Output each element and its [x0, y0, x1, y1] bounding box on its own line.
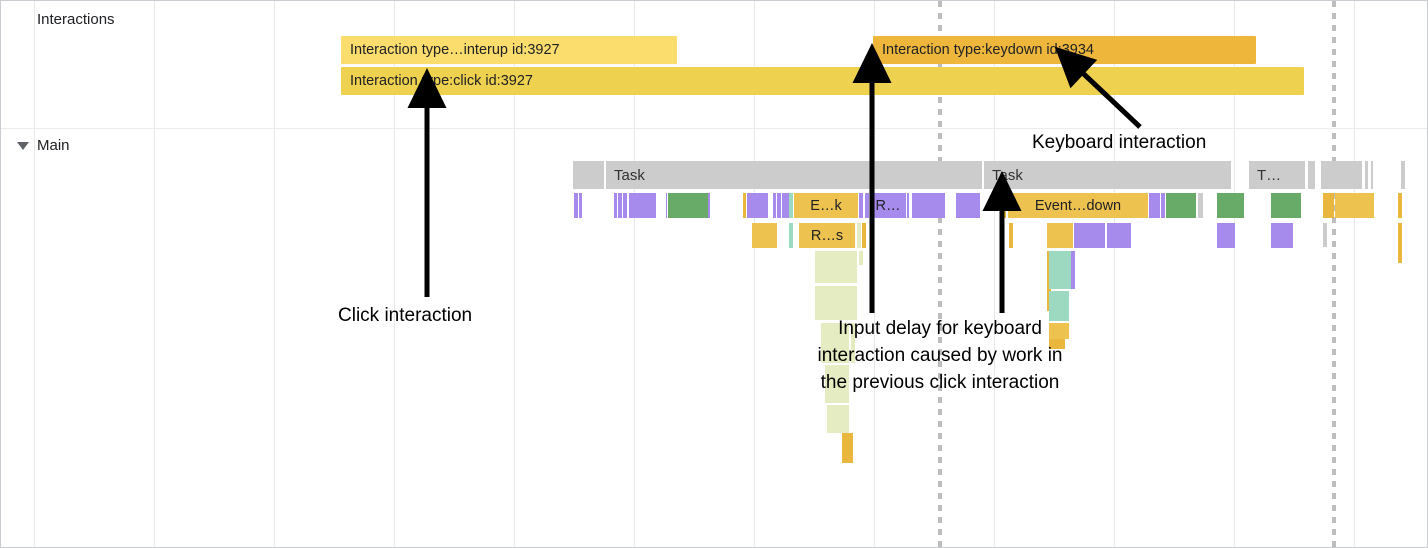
flame-event[interactable]	[1271, 223, 1293, 248]
task-bar-4[interactable]: T…	[1249, 161, 1306, 189]
interaction-pointerup[interactable]: Interaction type…interup id:3927	[341, 36, 677, 64]
flame-event[interactable]	[865, 193, 869, 218]
flame-event[interactable]	[1198, 193, 1203, 218]
flame-event[interactable]	[859, 193, 863, 218]
event-handler-click-label: E…k	[810, 197, 842, 214]
task-bar-8[interactable]	[1371, 161, 1374, 189]
flame-event[interactable]	[1398, 223, 1402, 263]
flame-event[interactable]	[1271, 193, 1301, 218]
gridline-0	[34, 1, 35, 547]
task-bar-2[interactable]	[873, 161, 983, 189]
flame-event[interactable]	[777, 193, 781, 218]
flame-event[interactable]	[668, 193, 708, 218]
flame-event[interactable]	[743, 193, 746, 218]
flame-event[interactable]	[912, 193, 945, 218]
flame-event[interactable]	[842, 433, 853, 463]
flame-event[interactable]	[1217, 193, 1244, 218]
flame-event[interactable]	[629, 193, 656, 218]
recalc-style-label: R…	[875, 197, 901, 214]
flame-event[interactable]	[1149, 193, 1160, 218]
gridline-9	[1114, 1, 1115, 547]
interaction-keydown-label: Interaction type:keydown id:3934	[882, 42, 1094, 58]
flame-event[interactable]	[1161, 193, 1165, 218]
flame-event[interactable]	[956, 193, 980, 218]
gridline-6	[754, 1, 755, 547]
flame-event[interactable]	[1049, 323, 1069, 339]
flame-event[interactable]	[1398, 193, 1402, 218]
annotation-input-delay: Input delay for keyboard interaction cau…	[817, 318, 1063, 393]
flame-event[interactable]	[1166, 193, 1196, 218]
event-keydown-label: Event…down	[1034, 197, 1122, 214]
flame-event[interactable]	[789, 223, 793, 248]
task-bar-label: T…	[1257, 166, 1282, 184]
flame-event[interactable]	[815, 286, 857, 320]
gridline-3	[394, 1, 395, 547]
task-bar-5[interactable]	[1308, 161, 1316, 189]
flame-event[interactable]	[862, 223, 866, 248]
flame-event[interactable]	[1049, 291, 1069, 321]
event-keydown[interactable]: Event…down	[1008, 193, 1148, 218]
flame-event[interactable]	[1009, 223, 1013, 248]
track-separator-interactions	[1, 128, 1427, 129]
flame-event[interactable]	[1049, 251, 1071, 289]
interaction-pointerup-label: Interaction type…interup id:3927	[350, 42, 560, 58]
flame-event[interactable]	[1049, 339, 1065, 349]
flame-event[interactable]	[1323, 193, 1334, 218]
flame-event[interactable]	[825, 365, 849, 403]
gridline-8	[994, 1, 995, 547]
flame-event[interactable]	[1323, 223, 1327, 247]
flame-event[interactable]	[789, 193, 793, 218]
gridline-10	[1234, 1, 1235, 547]
flame-event[interactable]	[614, 193, 617, 218]
flame-event[interactable]	[1335, 193, 1374, 218]
gridline-4	[514, 1, 515, 547]
flame-event[interactable]	[1074, 223, 1105, 248]
flame-event[interactable]	[857, 223, 861, 248]
time-marker-dashed-0	[938, 1, 942, 547]
event-handler-click[interactable]: E…k	[794, 193, 858, 218]
flame-event[interactable]	[666, 193, 667, 218]
flame-event[interactable]	[782, 193, 792, 218]
flame-event[interactable]	[752, 223, 777, 248]
track-label-interactions: Interactions	[37, 11, 115, 28]
flame-event[interactable]	[851, 323, 855, 363]
flame-event[interactable]	[579, 193, 582, 218]
flame-event[interactable]	[907, 193, 909, 218]
gridline-11	[1354, 1, 1355, 547]
flame-event[interactable]	[1217, 223, 1235, 248]
flame-event[interactable]	[1047, 223, 1073, 248]
task-bar-label: Task	[614, 166, 645, 184]
task-bar-1[interactable]: Task	[606, 161, 871, 189]
annotation-keyboard-interaction: Keyboard interaction	[1032, 132, 1207, 153]
task-bar-7[interactable]	[1365, 161, 1369, 189]
task-bar-9[interactable]	[1401, 161, 1406, 189]
task-bar-0[interactable]	[573, 161, 605, 189]
flame-event[interactable]	[815, 251, 857, 283]
annotation-click-interaction: Click interaction	[338, 305, 473, 326]
flame-event[interactable]	[1071, 251, 1075, 289]
annotation-keyboard-interaction-arrow	[1054, 46, 1142, 129]
time-marker-dashed-1	[1332, 1, 1336, 547]
gridline-2	[274, 1, 275, 547]
flame-event[interactable]	[618, 193, 622, 218]
flame-event[interactable]	[574, 193, 578, 218]
gridline-5	[634, 1, 635, 547]
flame-event[interactable]	[827, 405, 849, 433]
run-microtasks[interactable]: R…s	[799, 223, 855, 248]
flame-event[interactable]	[623, 193, 627, 218]
recalc-style[interactable]: R…	[870, 193, 906, 218]
flame-event[interactable]	[773, 193, 776, 218]
flame-event[interactable]	[821, 323, 849, 363]
track-label-main[interactable]: Main	[37, 137, 70, 154]
flame-event[interactable]	[747, 193, 768, 218]
flame-event[interactable]	[708, 193, 710, 218]
flame-event[interactable]	[859, 251, 863, 265]
task-bar-6[interactable]	[1321, 161, 1363, 189]
flame-event[interactable]	[1107, 223, 1131, 248]
triangle-down-icon[interactable]	[17, 142, 29, 150]
gridline-1	[154, 1, 155, 547]
run-microtasks-label: R…s	[810, 227, 844, 244]
